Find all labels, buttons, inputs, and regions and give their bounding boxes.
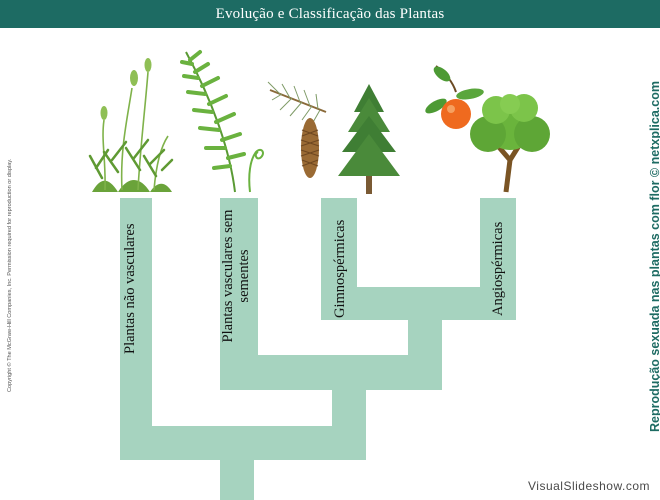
copyright-text: Copyright © The McGraw-Hill Companies, I… xyxy=(7,158,13,392)
moss-icon xyxy=(88,58,174,192)
label-gymnosperms: Gimnospérmicas xyxy=(332,219,348,318)
pine-branch-cone-icon xyxy=(267,81,327,178)
fern-icon xyxy=(180,50,264,193)
branch-gymnosperms xyxy=(321,198,480,320)
branch-seedless-vascular xyxy=(220,198,408,390)
root-trunk xyxy=(220,444,254,500)
node-vascular-plants xyxy=(332,374,366,460)
broadleaf-tree-icon xyxy=(470,94,550,193)
label-angiosperms: Angiospérmicas xyxy=(490,221,506,316)
visualslideshow-watermark: VisualSlideshow.com xyxy=(527,479,650,493)
orange-fruit-icon xyxy=(425,65,484,129)
label-seedless-vascular: Plantas vasculares sem sementes xyxy=(220,209,252,343)
branch-angiosperms xyxy=(480,198,516,320)
branch-non-vascular xyxy=(120,198,332,460)
netxplica-credit: Reprodução sexuada nas plantas com flor … xyxy=(648,81,660,432)
pine-tree-icon xyxy=(338,84,400,194)
label-non-vascular: Plantas não vasculares xyxy=(122,223,138,354)
page-title: Evolução e Classificação das Plantas xyxy=(0,0,660,28)
node-seed-plants xyxy=(408,304,442,390)
tree-branches xyxy=(120,198,516,500)
